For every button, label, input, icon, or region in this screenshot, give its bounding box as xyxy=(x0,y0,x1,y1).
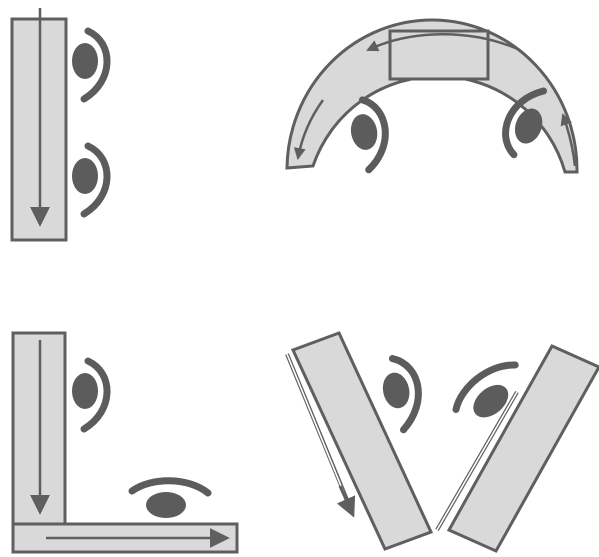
flow-arrow-left xyxy=(340,486,353,515)
eye-icon xyxy=(377,355,426,433)
eye-icon xyxy=(72,146,107,214)
eye-icon xyxy=(72,361,107,429)
panel-arch xyxy=(287,20,577,172)
eye-icon xyxy=(132,481,208,518)
panel-straight-vertical xyxy=(12,8,107,240)
right-slab xyxy=(449,346,599,551)
eye-icon xyxy=(72,31,107,99)
panel-v-shape xyxy=(287,333,599,551)
panel-corner-l xyxy=(13,333,237,552)
